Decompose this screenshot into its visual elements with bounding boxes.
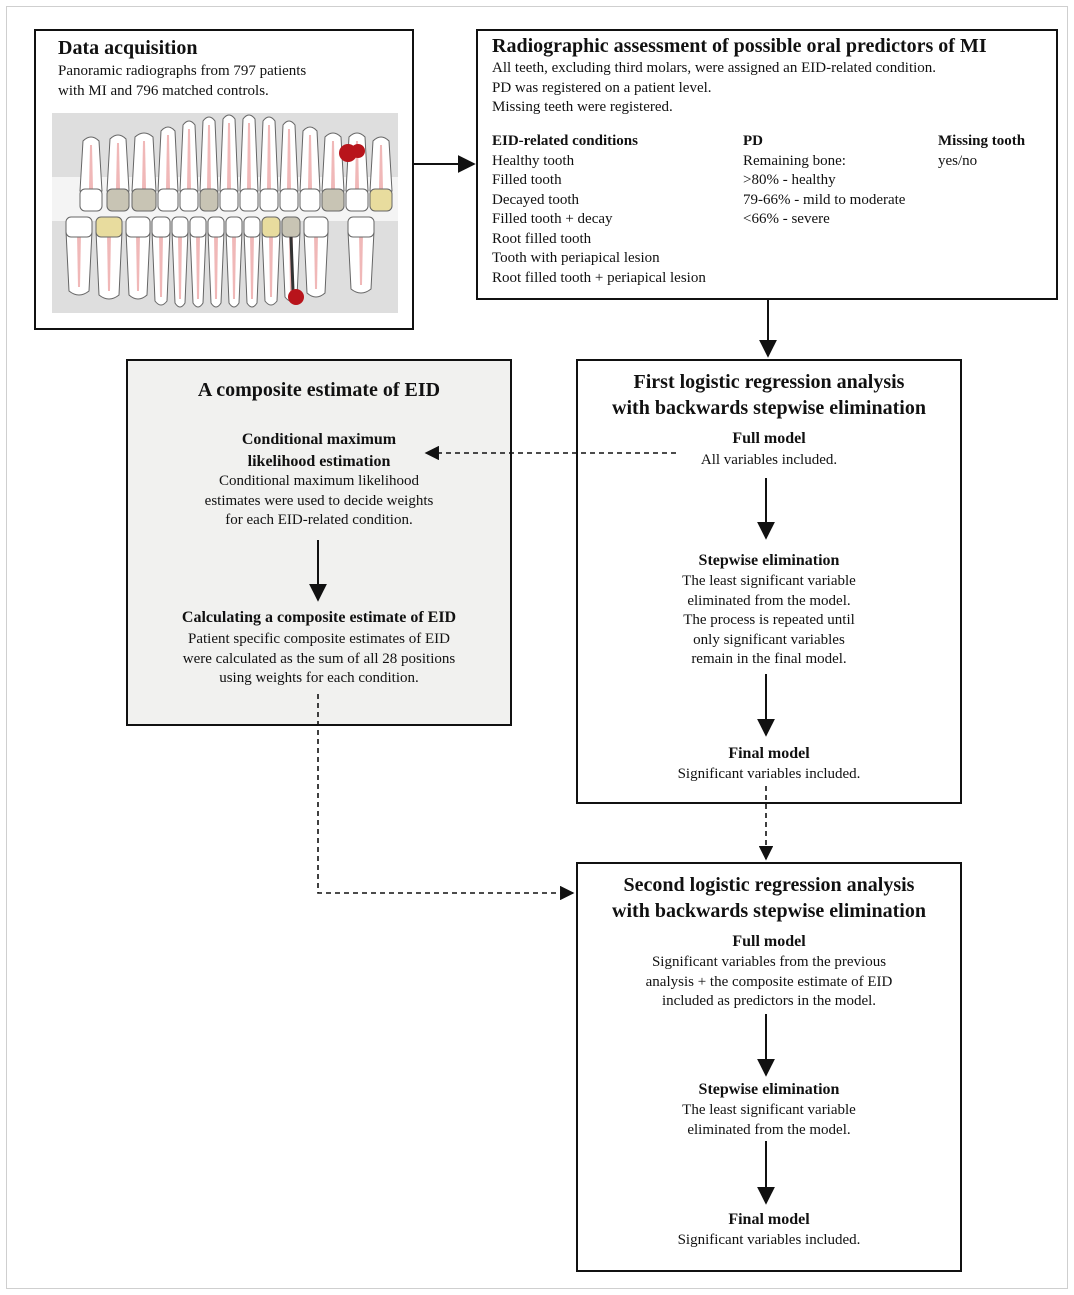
composite-title: A composite estimate of EID bbox=[197, 379, 441, 401]
calc-heading: Calculating a composite estimate of EID bbox=[181, 609, 457, 626]
lower-tooth bbox=[347, 216, 375, 294]
lower-tooth bbox=[225, 216, 243, 308]
eid-item: Root filled tooth + periapical lesion bbox=[492, 269, 706, 286]
missing-tooth-item: yes/no bbox=[938, 152, 978, 169]
eid-conditions-column: EID-related conditions Healthy tooth Fil… bbox=[492, 132, 706, 288]
radiographic-title: Radiographic assessment of possible oral… bbox=[492, 35, 987, 57]
eid-item: Filled tooth bbox=[492, 172, 562, 188]
lower-tooth bbox=[151, 216, 171, 306]
first-final-model-heading: Final model bbox=[728, 745, 810, 762]
missing-tooth-heading: Missing tooth bbox=[938, 133, 1026, 149]
pd-item: 79-66% - mild to moderate bbox=[743, 191, 906, 208]
eid-item: Healthy tooth bbox=[492, 152, 575, 169]
missing-tooth-column: Missing tooth yes/no bbox=[938, 132, 1025, 171]
second-regression-title: Second logistic regression analysis with… bbox=[612, 874, 926, 922]
pd-item: Remaining bone: bbox=[743, 152, 846, 169]
second-stepwise-text: The least significant variable eliminate… bbox=[682, 1102, 856, 1138]
pd-column: PD Remaining bone: >80% - healthy 79-66%… bbox=[743, 132, 905, 230]
upper-tooth bbox=[279, 120, 299, 212]
upper-tooth bbox=[79, 136, 103, 212]
eid-item: Decayed tooth bbox=[492, 191, 580, 208]
lower-tooth bbox=[95, 216, 123, 300]
data-acquisition-title: Data acquisition bbox=[58, 37, 198, 59]
cmle-text: Conditional maximum likelihood estimates… bbox=[204, 473, 434, 528]
lower-tooth bbox=[65, 216, 93, 296]
composite-estimate-box: A composite estimate of EID Conditional … bbox=[126, 359, 512, 726]
upper-tooth bbox=[199, 116, 219, 212]
lower-tooth bbox=[261, 216, 281, 306]
data-acquisition-text: Panoramic radiographs from 797 patients … bbox=[58, 63, 307, 99]
second-stepwise-heading: Stepwise elimination bbox=[698, 1081, 840, 1098]
pd-heading: PD bbox=[743, 133, 763, 149]
lower-tooth bbox=[189, 216, 207, 308]
lower-tooth bbox=[207, 216, 225, 308]
calc-text: Patient specific composite estimates of … bbox=[182, 631, 456, 686]
lower-tooth bbox=[171, 216, 189, 308]
lower-tooth bbox=[303, 216, 329, 298]
lower-tooth bbox=[125, 216, 151, 300]
eid-item: Root filled tooth bbox=[492, 230, 592, 247]
upper-tooth bbox=[131, 132, 157, 212]
upper-tooth bbox=[179, 120, 199, 212]
upper-tooth bbox=[219, 114, 239, 212]
pd-item: <66% - severe bbox=[743, 211, 830, 227]
second-full-model-text: Significant variables from the previous … bbox=[645, 954, 893, 1009]
upper-tooth bbox=[239, 114, 259, 212]
upper-tooth bbox=[106, 134, 130, 212]
upper-tooth bbox=[259, 116, 279, 212]
cmle-heading: Conditional maximum likelihood estimatio… bbox=[241, 431, 397, 470]
first-regression-box: First logistic regression analysis with … bbox=[576, 359, 962, 804]
panoramic-teeth-illustration bbox=[52, 113, 398, 313]
first-full-model-heading: Full model bbox=[732, 430, 806, 447]
upper-tooth bbox=[299, 126, 321, 212]
radiographic-assessment-box: Radiographic assessment of possible oral… bbox=[476, 29, 1058, 300]
eid-item: Filled tooth + decay bbox=[492, 211, 613, 227]
lower-tooth bbox=[243, 216, 261, 308]
upper-tooth bbox=[369, 136, 393, 212]
eid-item: Tooth with periapical lesion bbox=[492, 250, 660, 266]
first-stepwise-text: The least significant variable eliminate… bbox=[682, 573, 856, 667]
pd-item: >80% - healthy bbox=[743, 172, 836, 188]
arrow-composite-to-second-dashed bbox=[317, 694, 575, 901]
data-acquisition-box: Data acquisition Panoramic radiographs f… bbox=[34, 29, 414, 330]
upper-tooth bbox=[157, 126, 179, 212]
first-full-model-text: All variables included. bbox=[700, 452, 838, 468]
first-regression-title: First logistic regression analysis with … bbox=[612, 371, 926, 419]
radiographic-intro: All teeth, excluding third molars, were … bbox=[492, 60, 937, 115]
figure-frame bbox=[6, 6, 1068, 1289]
second-final-model-heading: Final model bbox=[728, 1211, 810, 1228]
second-full-model-heading: Full model bbox=[732, 933, 806, 950]
periapical-lesion-mark bbox=[288, 289, 304, 305]
first-final-model-text: Significant variables included. bbox=[677, 766, 861, 782]
upper-tooth bbox=[321, 132, 345, 212]
second-final-model-text: Significant variables included. bbox=[677, 1232, 861, 1248]
first-stepwise-heading: Stepwise elimination bbox=[698, 552, 840, 569]
eid-conditions-heading: EID-related conditions bbox=[492, 133, 638, 149]
